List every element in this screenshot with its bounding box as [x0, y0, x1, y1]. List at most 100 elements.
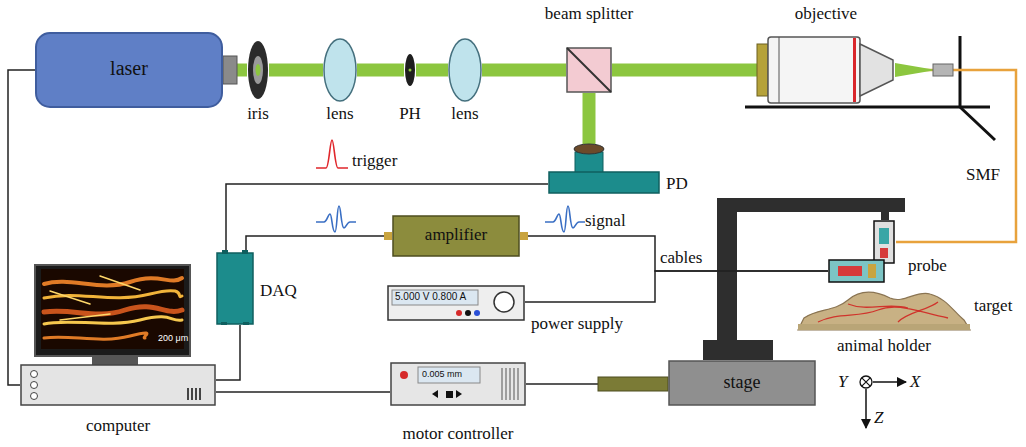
circle-part [494, 292, 514, 312]
annotation-label: SMF [966, 165, 1000, 185]
path-part [860, 44, 893, 96]
signal-cable [216, 391, 390, 393]
rect-part [757, 44, 768, 96]
rect-part [243, 322, 249, 325]
laser-beam [416, 64, 448, 77]
rect-part [242, 250, 248, 254]
amplifier-pin [384, 232, 392, 240]
rect-part [768, 37, 860, 103]
focused-beam [895, 63, 936, 77]
node-sublabel: motor controller [403, 424, 514, 444]
objective-lens: objective [757, 36, 895, 104]
node-sublabel: power supply [531, 314, 623, 334]
beam-splitter: beam splitter [566, 47, 612, 93]
axes [860, 376, 906, 428]
iris-aperture: iris [247, 40, 269, 100]
circle-part [400, 371, 408, 379]
annotation-label: trigger [352, 151, 397, 171]
g-part [188, 388, 200, 400]
rect-part [879, 228, 889, 244]
annotation-label: cables [660, 248, 702, 268]
signal-cable [246, 236, 392, 250]
iris-aperture-outline [247, 40, 269, 100]
node-label: lens [451, 104, 478, 124]
pinhole: PH [404, 53, 416, 87]
line-part [567, 48, 611, 92]
ellipse-part [574, 144, 604, 154]
rect-part [391, 363, 525, 405]
daq-card: DAQ [216, 250, 254, 325]
axis-label: Y [838, 372, 847, 392]
node-label: laser [110, 57, 148, 80]
node-label: probe [908, 256, 947, 276]
power-supply-outline [387, 285, 525, 321]
line-part [959, 36, 962, 107]
rect-part [549, 172, 659, 193]
line-part [502, 368, 503, 400]
trigger-pulse [316, 140, 348, 168]
line-part [518, 368, 519, 400]
node-label: stage [724, 372, 761, 393]
laser-beam [482, 64, 566, 77]
line-part [199, 388, 201, 400]
rect-part [388, 286, 524, 320]
path-part [432, 390, 462, 398]
rect-part [669, 361, 815, 405]
rect-part [853, 38, 856, 102]
rect-part [575, 152, 603, 173]
signal-cable [525, 271, 828, 302]
beam-splitter-outline [566, 47, 612, 93]
axis-label: Z [874, 408, 883, 428]
rect-part [874, 221, 894, 263]
circle-part [456, 310, 462, 316]
laser-beam [583, 93, 596, 144]
pinhole-outline [404, 53, 416, 87]
node-label: target [974, 296, 1012, 316]
fiber-coupler [933, 64, 953, 76]
circle-part [31, 371, 38, 378]
rect-part [222, 250, 228, 254]
motor-controller-outline [390, 362, 526, 406]
line-part [960, 107, 995, 140]
laser-aperture [223, 56, 237, 84]
ellipse-part [449, 39, 481, 101]
annotation-label: 200 μm [158, 333, 188, 343]
probe-outline [828, 220, 896, 284]
annotation-label: signal [585, 211, 626, 231]
node-label: objective [795, 4, 857, 24]
stage-block: stage [668, 360, 816, 406]
probe: probe [828, 220, 896, 284]
rect-part [36, 33, 222, 107]
rect-part [392, 290, 478, 305]
rect-part [217, 253, 253, 324]
node-label: amplifier [425, 225, 487, 245]
rect-part [798, 324, 970, 330]
line-part [195, 388, 197, 400]
node-label: computer [86, 416, 150, 436]
node-label: iris [247, 104, 269, 124]
probe-mount [881, 212, 889, 220]
signal-cable [520, 236, 828, 271]
g-part [44, 276, 182, 339]
path-part [44, 307, 182, 314]
motor-shaft [598, 377, 668, 391]
line-part [191, 388, 193, 400]
path-part [44, 278, 182, 285]
circle-part [465, 310, 471, 316]
path-part [44, 317, 182, 324]
circle-part [474, 310, 480, 316]
amplifier-box: amplifier [392, 215, 520, 257]
rect-part [567, 48, 611, 92]
amplifier-pin [520, 232, 528, 240]
circle-part [31, 393, 38, 400]
objective-lens-outline [757, 36, 895, 104]
line-part [865, 389, 867, 428]
axis-label: X [910, 372, 920, 392]
circle-part [31, 382, 38, 389]
target-tissue-outline [798, 282, 970, 330]
rect-part [418, 367, 480, 383]
ellipse-part [405, 54, 415, 86]
laser-beam [612, 64, 757, 77]
